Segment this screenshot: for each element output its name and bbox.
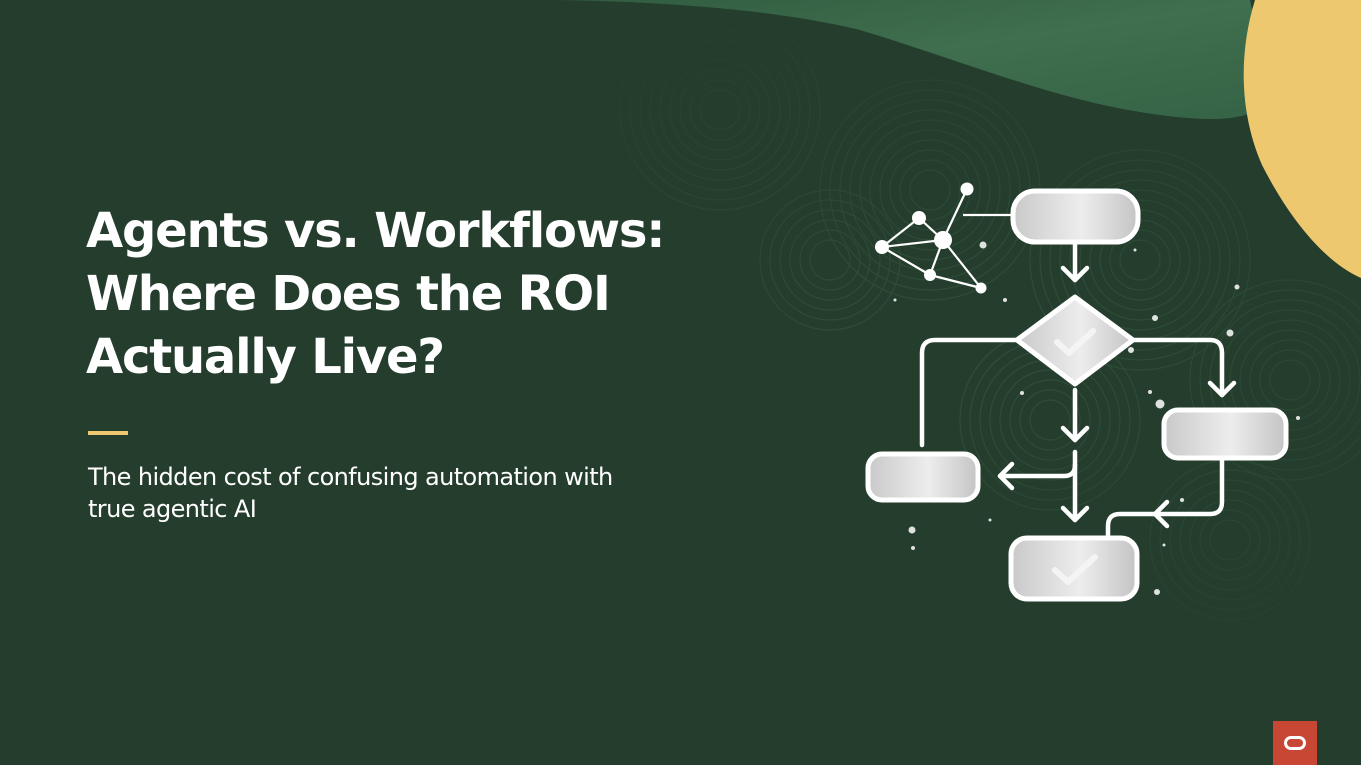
title-line: Agents vs. Workflows: (86, 203, 665, 259)
start-node (1010, 188, 1141, 245)
decision-node-check (1014, 294, 1136, 387)
flow-connectors (919, 241, 1237, 541)
subtitle-line: true agentic AI (88, 495, 257, 523)
network-nodes (875, 182, 987, 294)
end-node-check (1008, 535, 1140, 602)
accent-divider (88, 431, 128, 435)
right-process-node (1161, 407, 1289, 461)
yellow-blob-shape (1243, 0, 1361, 278)
oracle-logo-icon (1284, 736, 1306, 750)
green-blob-shape (470, 0, 1265, 119)
slide-title: Agents vs. Workflows: Where Does the ROI… (86, 200, 726, 389)
sparkle-dots (893, 241, 1300, 595)
oracle-logo (1273, 721, 1317, 765)
slide-subtitle: The hidden cost of confusing automation … (88, 461, 708, 525)
subtitle-line: The hidden cost of confusing automation … (88, 463, 613, 491)
left-process-node (865, 451, 981, 503)
title-line: Where Does the ROI (86, 266, 611, 322)
workflow-flowchart-illustration (865, 182, 1300, 602)
contour-texture (619, 9, 1361, 621)
title-line: Actually Live? (86, 329, 445, 385)
